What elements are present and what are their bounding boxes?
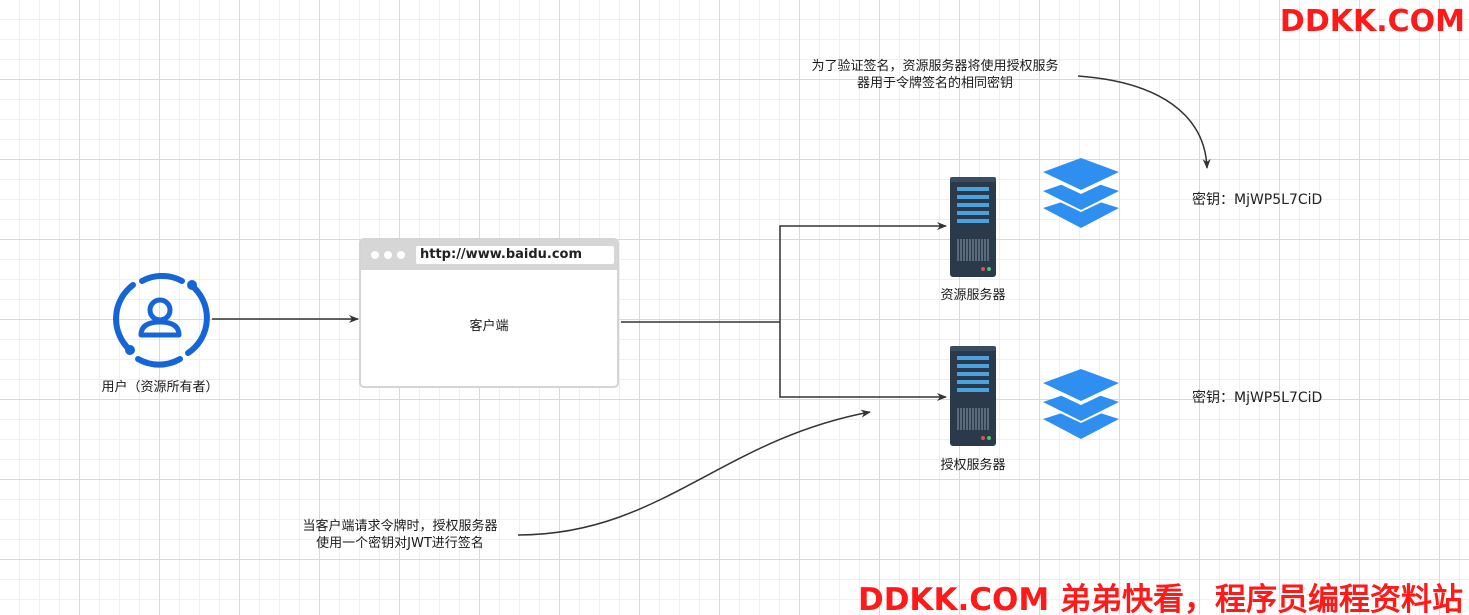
layers-icon (1043, 369, 1119, 439)
watermark-top: DDKK.COM (1279, 4, 1465, 39)
client-browser-window: http://www.baidu.com 客户端 (359, 238, 619, 388)
watermark-bottom: DDKK.COM 弟弟快看，程序员编程资料站 (857, 582, 1463, 615)
resource-server-label: 资源服务器 (940, 288, 1006, 303)
note-line: 为了验证签名，资源服务器将使用授权服务 (811, 59, 1059, 74)
client-label: 客户端 (469, 318, 509, 334)
browser-dot-icon (384, 251, 392, 259)
browser-title-bar: http://www.baidu.com (361, 240, 617, 270)
auth-server-icon (950, 346, 996, 446)
browser-dot-icon (397, 251, 405, 259)
note-verify-signature: 为了验证签名，资源服务器将使用授权服务 器用于令牌签名的相同密钥 (780, 58, 1090, 92)
browser-url: http://www.baidu.com (416, 246, 614, 264)
auth-server-label: 授权服务器 (940, 458, 1006, 473)
user-circle-icon (113, 273, 210, 368)
layers-icon (1043, 158, 1119, 228)
auth-server-key: 密钥：MjWP5L7CiD (1192, 390, 1323, 406)
note-line: 器用于令牌签名的相同密钥 (856, 76, 1013, 91)
arrow-client-to-resource-server (779, 222, 947, 322)
resource-server-icon (950, 177, 996, 277)
browser-dot-icon (371, 251, 379, 259)
resource-server-key: 密钥：MjWP5L7CiD (1192, 192, 1323, 208)
note-sign-jwt: 当客户端请求令牌时，授权服务器 使用一个密钥对JWT进行签名 (270, 518, 530, 552)
arrow-note-to-auth-server (517, 409, 871, 536)
arrow-note-to-resource-key (1077, 75, 1211, 169)
note-line: 当客户端请求令牌时，授权服务器 (302, 519, 498, 534)
note-line: 使用一个密钥对JWT进行签名 (316, 536, 484, 551)
arrow-client-to-auth-server (779, 322, 947, 401)
user-label: 用户（资源所有者） (101, 380, 219, 395)
